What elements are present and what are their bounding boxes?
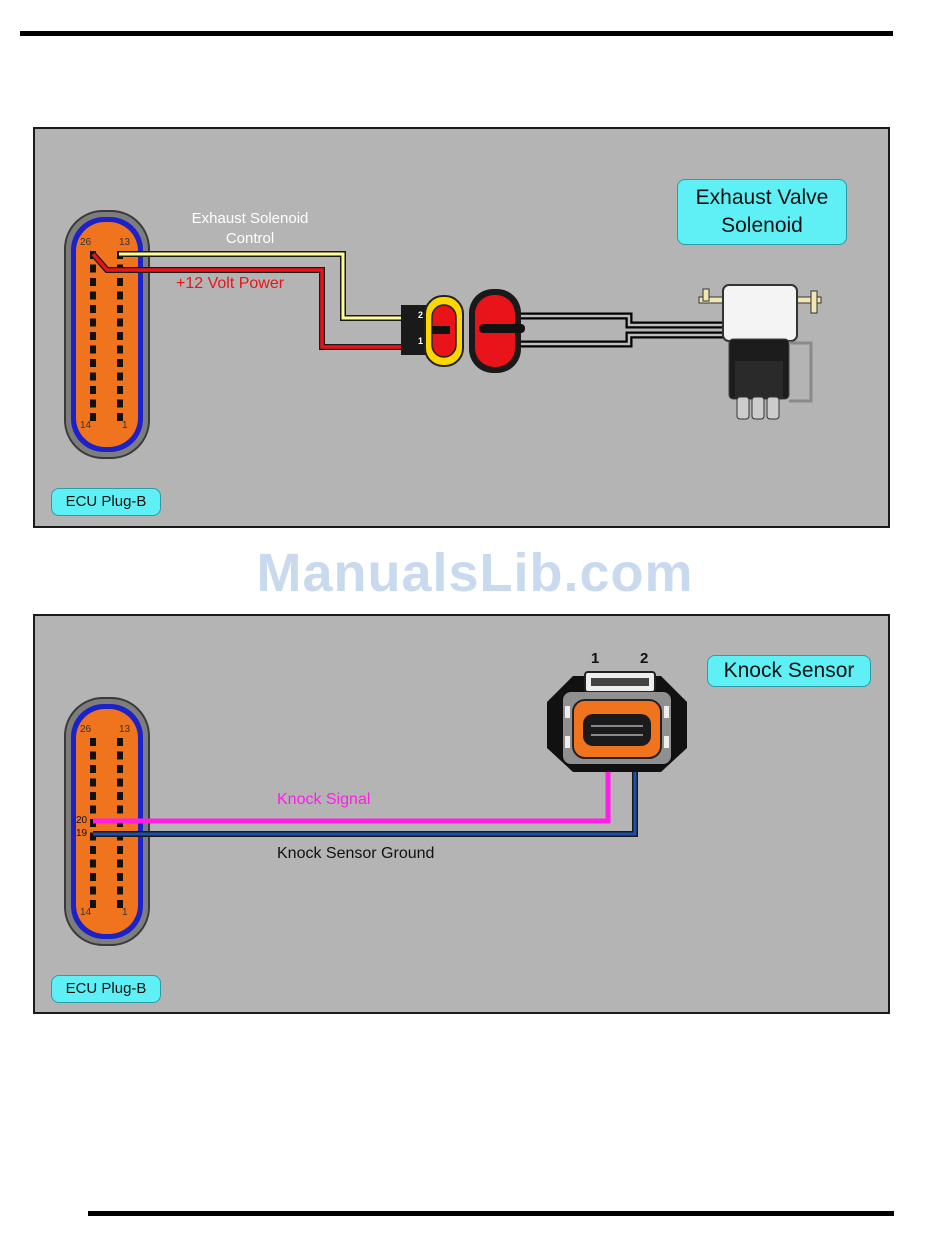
ecu-pin (90, 779, 96, 787)
ecu-pin-26-label: 26 (80, 724, 91, 735)
ecu-pin (117, 738, 123, 746)
connector-pin-2-label: 2 (418, 310, 423, 320)
ecu-pin (90, 738, 96, 746)
harness-connector (401, 296, 463, 366)
ecu-pin (117, 386, 123, 394)
ecu-pin-13-label: 13 (119, 724, 130, 735)
ecu-pin-20-label: 20 (76, 815, 87, 826)
ecu-pin (90, 860, 96, 868)
ecu-pin (117, 779, 123, 787)
exhaust-control-wire-label: Exhaust Solenoid Control (175, 209, 325, 249)
ecu-pin (117, 373, 123, 381)
ecu-pin (117, 305, 123, 313)
ecu-pin (117, 359, 123, 367)
ecu-pin (90, 359, 96, 367)
ecu-pin (90, 305, 96, 313)
ecu-pin (117, 860, 123, 868)
ecu-pin-19-label: 19 (76, 828, 87, 839)
ecu-pin (90, 373, 96, 381)
ecu-pin (117, 887, 123, 895)
solenoid-connector (469, 289, 525, 373)
ecu-pin (117, 792, 123, 800)
ecu-pin (117, 332, 123, 340)
ecu-pin (117, 846, 123, 854)
ecu-pin-14-label: 14 (80, 420, 91, 431)
ecu-pin (90, 873, 96, 881)
solenoid-wire-upper (521, 316, 725, 325)
sensor-pin-1-label: 1 (591, 650, 599, 667)
ecu-pin (90, 887, 96, 895)
solenoid-wire-lower (521, 335, 725, 344)
ecu-pin (90, 765, 96, 773)
ecu-plug-b-connector (65, 211, 149, 458)
knock-sensor-diagram: 26 13 20 19 14 1 1 2 Knock Signal Knock … (33, 614, 890, 1014)
ecu-pin-26-label: 26 (80, 237, 91, 248)
ecu-pin-14-label: 14 (80, 907, 91, 918)
knock-sensor-ground-wire-label: Knock Sensor Ground (277, 845, 434, 863)
ecu-pin (90, 400, 96, 408)
ecu-pin-1-label: 1 (122, 907, 128, 918)
ecu-pin-1-label: 1 (122, 420, 128, 431)
ecu-pin (90, 792, 96, 800)
ecu-pin (117, 346, 123, 354)
ecu-pin (117, 278, 123, 286)
ecu-plug-b-label: ECU Plug-B (51, 488, 161, 516)
exhaust-solenoid-diagram: 26 13 14 1 2 1 Exhaust Solenoid Control … (33, 127, 890, 528)
ecu-pin (90, 386, 96, 394)
power-12v-wire-label: +12 Volt Power (176, 275, 284, 293)
connector-pin-1-label: 1 (418, 336, 423, 346)
ecu-pin (90, 846, 96, 854)
exhaust-control-label-line1: Exhaust Solenoid (175, 209, 325, 229)
ecu-pin (90, 752, 96, 760)
knock-sensor-connector (547, 672, 687, 772)
exhaust-valve-solenoid-label: Exhaust Valve Solenoid (677, 179, 847, 245)
knock-sensor-label: Knock Sensor (707, 655, 871, 687)
ecu-pin (90, 265, 96, 273)
ecu-pin (90, 332, 96, 340)
ecu-pin (90, 292, 96, 300)
top-rule (20, 31, 893, 36)
ecu-pin (90, 319, 96, 327)
component-label-line2: Solenoid (678, 212, 846, 240)
ecu-pin (117, 400, 123, 408)
ecu-pin (90, 346, 96, 354)
knock-signal-wire-label: Knock Signal (277, 791, 370, 809)
ecu-pin (90, 278, 96, 286)
ecu-pin (117, 292, 123, 300)
bottom-rule (88, 1211, 894, 1216)
exhaust-control-label-line2: Control (175, 229, 325, 249)
component-label-line1: Exhaust Valve (678, 184, 846, 212)
ecu-pin (117, 806, 123, 814)
ecu-pin (90, 806, 96, 814)
ecu-pin-13-label: 13 (119, 237, 130, 248)
sensor-pin-2-label: 2 (640, 650, 648, 667)
exhaust-valve-solenoid-body (699, 285, 821, 419)
watermark: ManualsLib.com (0, 542, 950, 604)
ecu-pin (117, 319, 123, 327)
ecu-plug-b-label: ECU Plug-B (51, 975, 161, 1003)
ecu-pin (117, 765, 123, 773)
ecu-pin (117, 873, 123, 881)
ecu-pin (117, 752, 123, 760)
